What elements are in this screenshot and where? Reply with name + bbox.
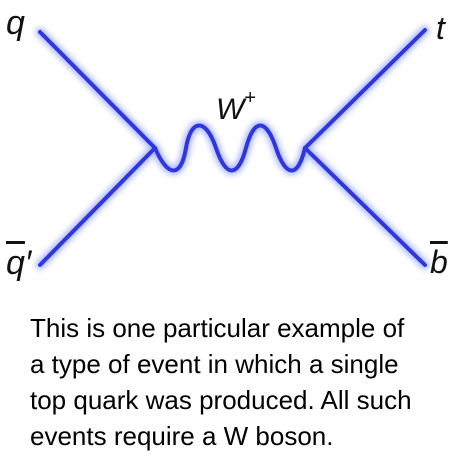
quark-line-qbar [38,146,157,267]
label-antibottom-quark: b [430,244,448,280]
caption-line: a type of event in which a single [30,349,399,379]
label-quark-q: q [6,4,25,42]
label-antiquark-qbar: q′ [6,246,31,280]
label-w-symbol: W [216,93,245,126]
feynman-diagram [35,25,430,270]
label-top-quark: t [436,10,445,46]
caption-line: This is one particular example of [30,313,405,343]
quark-line-q [38,30,157,150]
quark-line-bbar [303,146,427,267]
caption-line: events require a W boson. [30,421,334,451]
label-w-charge: + [244,87,257,109]
label-w-boson: W+ [216,88,256,126]
diagram-lines [38,28,427,267]
caption-line: top quark was produced. All such [30,385,412,415]
label-qbar-prime: ′ [24,244,32,282]
quark-line-t [303,28,427,150]
w-boson-propagator [153,123,307,173]
label-qbar-base: q [6,244,25,282]
line-glow [35,25,430,270]
caption: This is one particular example of a type… [30,310,470,454]
